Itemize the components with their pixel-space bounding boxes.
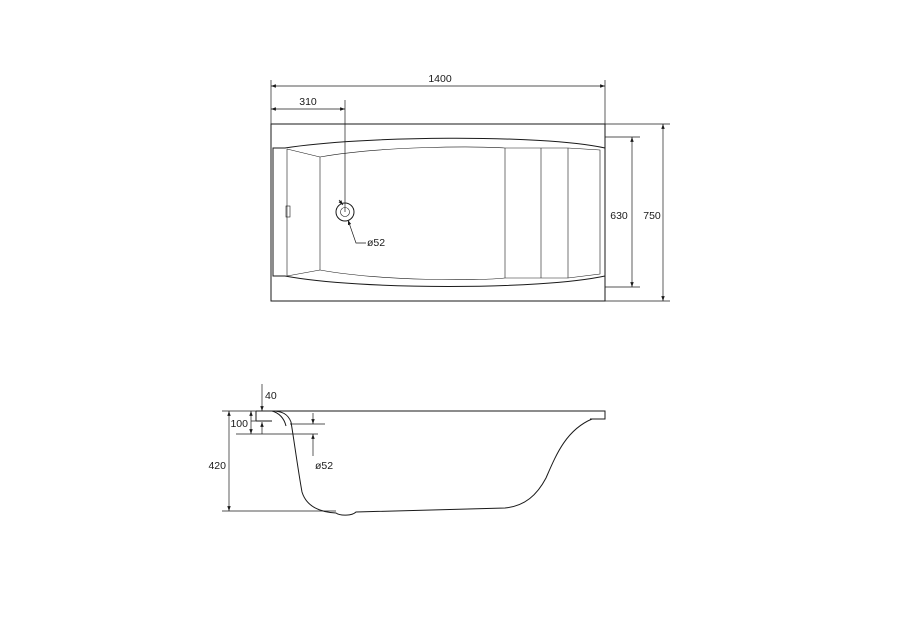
dim-overflow-diameter: ø52 — [290, 413, 333, 472]
overflow-diameter-label: ø52 — [315, 460, 333, 472]
dim-drain-diameter: ø52 — [338, 199, 385, 249]
side-profile — [271, 410, 593, 516]
plan-outer-rim — [270, 123, 606, 302]
dim-overall-length: 1400 — [270, 73, 606, 124]
rim-thickness-label: 40 — [265, 390, 277, 402]
drain-offset-label: 310 — [299, 96, 317, 108]
side-rim — [256, 410, 606, 420]
plan-overflow-mark — [285, 205, 291, 218]
dim-drain-offset: 310 — [271, 96, 346, 212]
overall-length-label: 1400 — [428, 73, 452, 85]
drain-diameter-label: ø52 — [367, 237, 385, 249]
plan-view: 1400 310 630 750 ø52 — [270, 73, 670, 302]
plan-right-panels — [504, 148, 569, 278]
overall-width-label: 750 — [643, 210, 661, 222]
plan-left-slope — [286, 148, 321, 277]
side-left-lip — [255, 410, 287, 427]
side-view: 40 100 420 ø52 — [208, 384, 606, 516]
dim-overall-width: 750 — [605, 123, 670, 302]
dim-overflow-depth: 100 — [230, 411, 318, 435]
dim-rim-thickness: 40 — [260, 384, 277, 434]
plan-basin-bottom — [319, 146, 601, 281]
overflow-depth-label: 100 — [230, 418, 248, 430]
dim-inner-width: 630 — [605, 136, 640, 288]
overall-height-label: 420 — [208, 460, 226, 472]
dim-overall-height: 420 — [208, 410, 336, 512]
inner-width-label: 630 — [610, 210, 628, 222]
plan-inner-basin — [272, 137, 606, 287]
